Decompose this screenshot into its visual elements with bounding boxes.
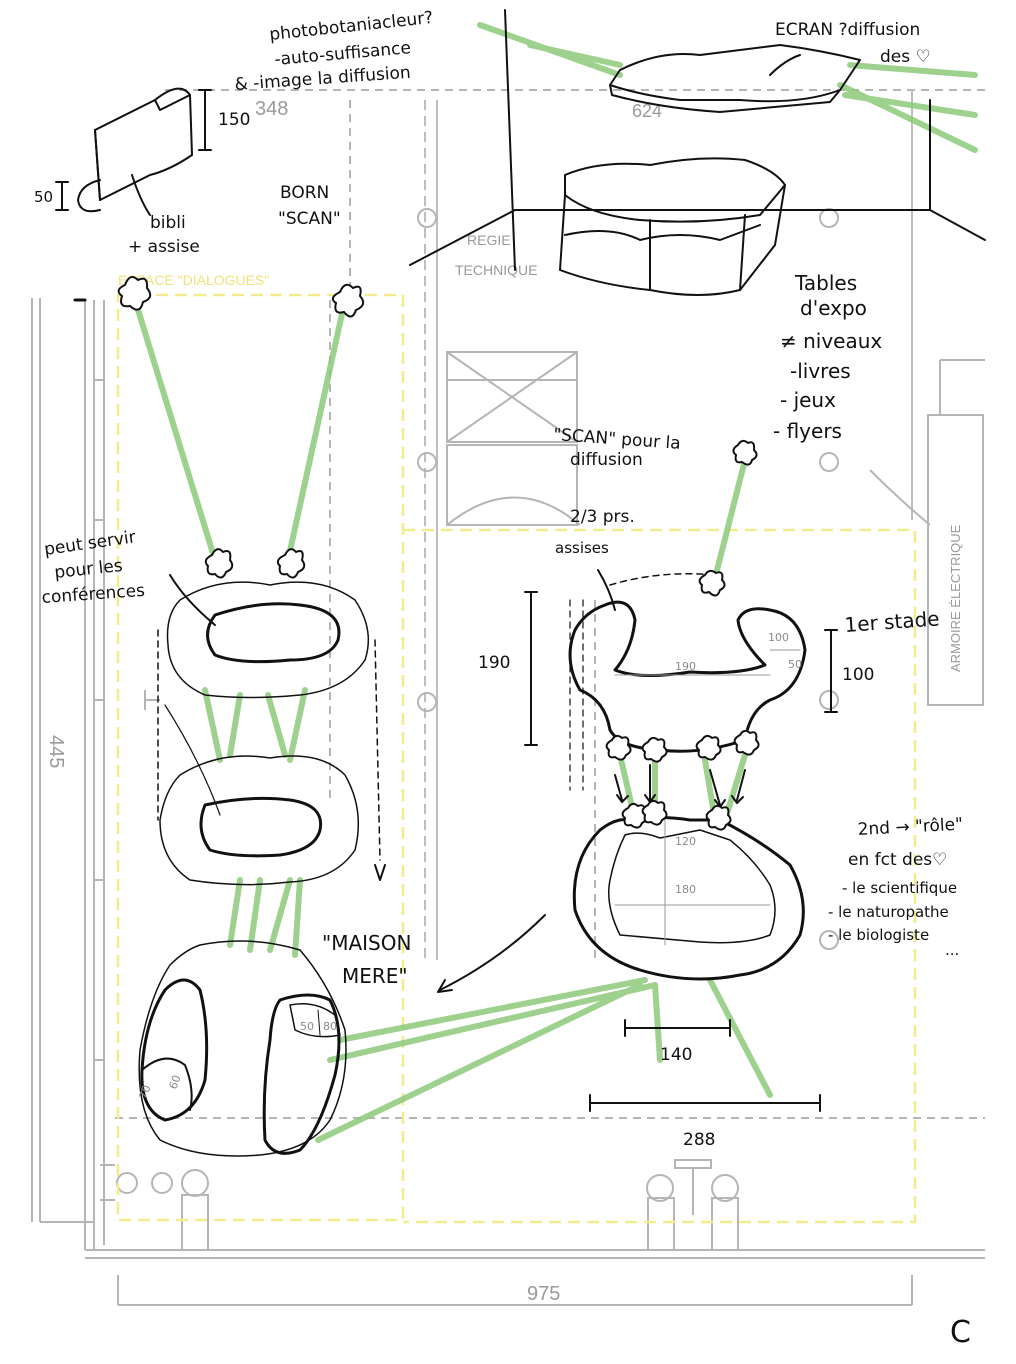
dim-80: 80	[323, 1020, 337, 1033]
note-ecran-1: ECRAN ?diffusion	[775, 20, 920, 40]
yellow-zones	[116, 293, 917, 1224]
dim-120: 120	[675, 835, 696, 848]
note-role-4: - le naturopathe	[828, 903, 949, 921]
dimensions: 150 50 190 190 100 100 50 120 180 140 28…	[34, 110, 874, 1150]
note-tables-4: -livres	[790, 359, 851, 383]
green-links	[132, 22, 978, 1143]
dim-50: 50	[34, 188, 53, 206]
note-role-6: ...	[945, 941, 959, 959]
note-biblio-2: + assise	[128, 237, 200, 257]
note-maison-1: "MAISON	[322, 931, 411, 955]
corner-letter: C	[950, 1315, 971, 1350]
dim-100-small: 100	[768, 631, 789, 644]
note-tables-3: ≠ niveaux	[780, 329, 882, 353]
dim-180: 180	[675, 883, 696, 896]
note-born-1: BORN	[280, 183, 329, 203]
note-tables-6: - flyers	[773, 419, 842, 443]
plan-dim-top-left: 348	[255, 98, 288, 120]
plan-label-regie: REGIE	[467, 232, 511, 248]
hand-drawn-shapes	[55, 9, 986, 1157]
dim-140: 140	[660, 1045, 692, 1065]
dim-70: 70	[137, 1083, 154, 1101]
printed-floor-plan	[31, 89, 985, 1306]
note-tables-1: Tables	[794, 271, 857, 295]
dim-150: 150	[218, 110, 250, 130]
dim-50-maison: 50	[300, 1020, 314, 1033]
note-maison-2: MERE"	[342, 964, 408, 988]
note-tables-5: - jeux	[780, 388, 836, 412]
plan-label-espace: ESPACE "DIALOGUES"	[118, 272, 269, 288]
plan-label-technique: TECHNIQUE	[455, 262, 537, 278]
note-born-2: "SCAN"	[278, 209, 341, 229]
note-role-3: - le scientifique	[842, 879, 957, 897]
note-conf-3: conférences	[41, 581, 146, 608]
note-ecran-2: des ♡	[880, 47, 931, 67]
note-conf-1: peut servir	[43, 527, 137, 560]
note-scan-2: diffusion	[570, 450, 643, 470]
note-stade: 1er stade	[844, 606, 941, 637]
clover-anchors	[117, 275, 760, 831]
note-role-5: - le biologiste	[828, 926, 929, 944]
note-assises-2: assises	[555, 539, 609, 557]
plan-dim-top-right: 624	[632, 101, 662, 121]
note-tables-2: d'expo	[800, 296, 867, 320]
plan-dim-left: 445	[45, 735, 67, 768]
note-biblio-1: bibli	[150, 213, 186, 233]
dim-190: 190	[478, 653, 510, 673]
dim-50-small: 50	[788, 658, 802, 671]
plan-label-armoire: ARMOIRE ÉLECTRIQUE	[948, 524, 963, 672]
dim-60: 60	[167, 1073, 184, 1091]
note-role-1: 2nd → "rôle"	[857, 815, 963, 840]
note-conf-2: pour les	[53, 556, 123, 583]
dim-100: 100	[842, 665, 874, 685]
dim-190-inner: 190	[675, 660, 696, 673]
note-assises-1: 2/3 prs.	[570, 507, 635, 527]
note-role-2: en fct des♡	[848, 850, 947, 870]
dim-288: 288	[683, 1130, 715, 1150]
plan-dim-bottom: 975	[527, 1283, 560, 1305]
